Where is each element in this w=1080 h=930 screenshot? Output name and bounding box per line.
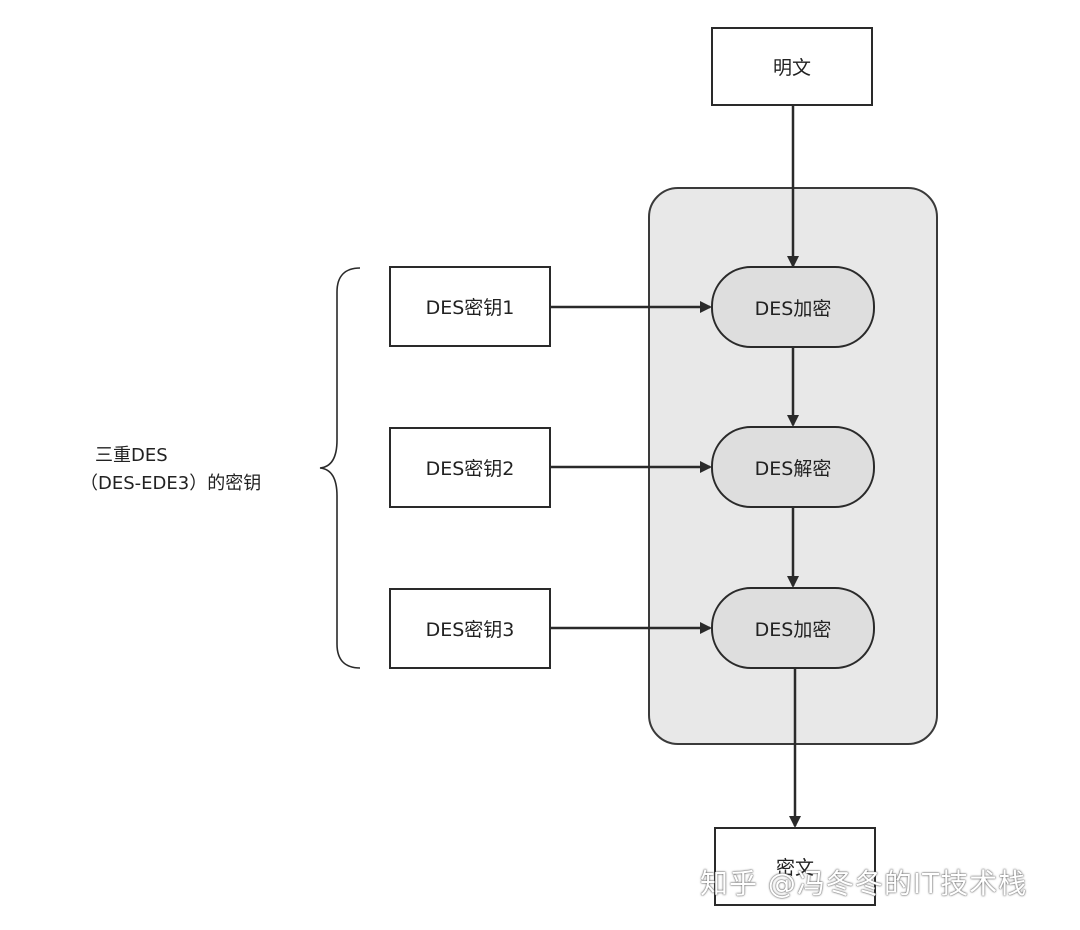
des-key3-box: DES密钥3 bbox=[389, 588, 551, 669]
brace-label-line1: 三重DES bbox=[95, 445, 168, 466]
zhihu-watermark: 知乎 @冯冬冬的IT技术栈 bbox=[700, 867, 1028, 900]
brace-label-line2: （DES-EDE3）的密钥 bbox=[80, 473, 262, 494]
des-encrypt-step3: DES加密 bbox=[711, 587, 875, 669]
des-key1-box: DES密钥1 bbox=[389, 266, 551, 347]
ciphertext-box: 密文 bbox=[714, 827, 876, 906]
des-decrypt-step2-label: DES解密 bbox=[754, 457, 832, 480]
plaintext-box: 明文 bbox=[711, 27, 873, 106]
des-encrypt-step1: DES加密 bbox=[711, 266, 875, 348]
des-key2-label: DES密钥2 bbox=[425, 458, 515, 480]
des-encrypt-step3-label: DES加密 bbox=[754, 618, 832, 641]
curly-brace bbox=[319, 267, 361, 669]
des-key3-label: DES密钥3 bbox=[425, 619, 515, 641]
plaintext-label: 明文 bbox=[772, 57, 811, 79]
des-encrypt-step1-label: DES加密 bbox=[754, 297, 832, 320]
des-decrypt-step2: DES解密 bbox=[711, 426, 875, 508]
des-key1-label: DES密钥1 bbox=[425, 297, 515, 319]
des-key2-box: DES密钥2 bbox=[389, 427, 551, 508]
ciphertext-label: 密文 bbox=[775, 857, 814, 879]
